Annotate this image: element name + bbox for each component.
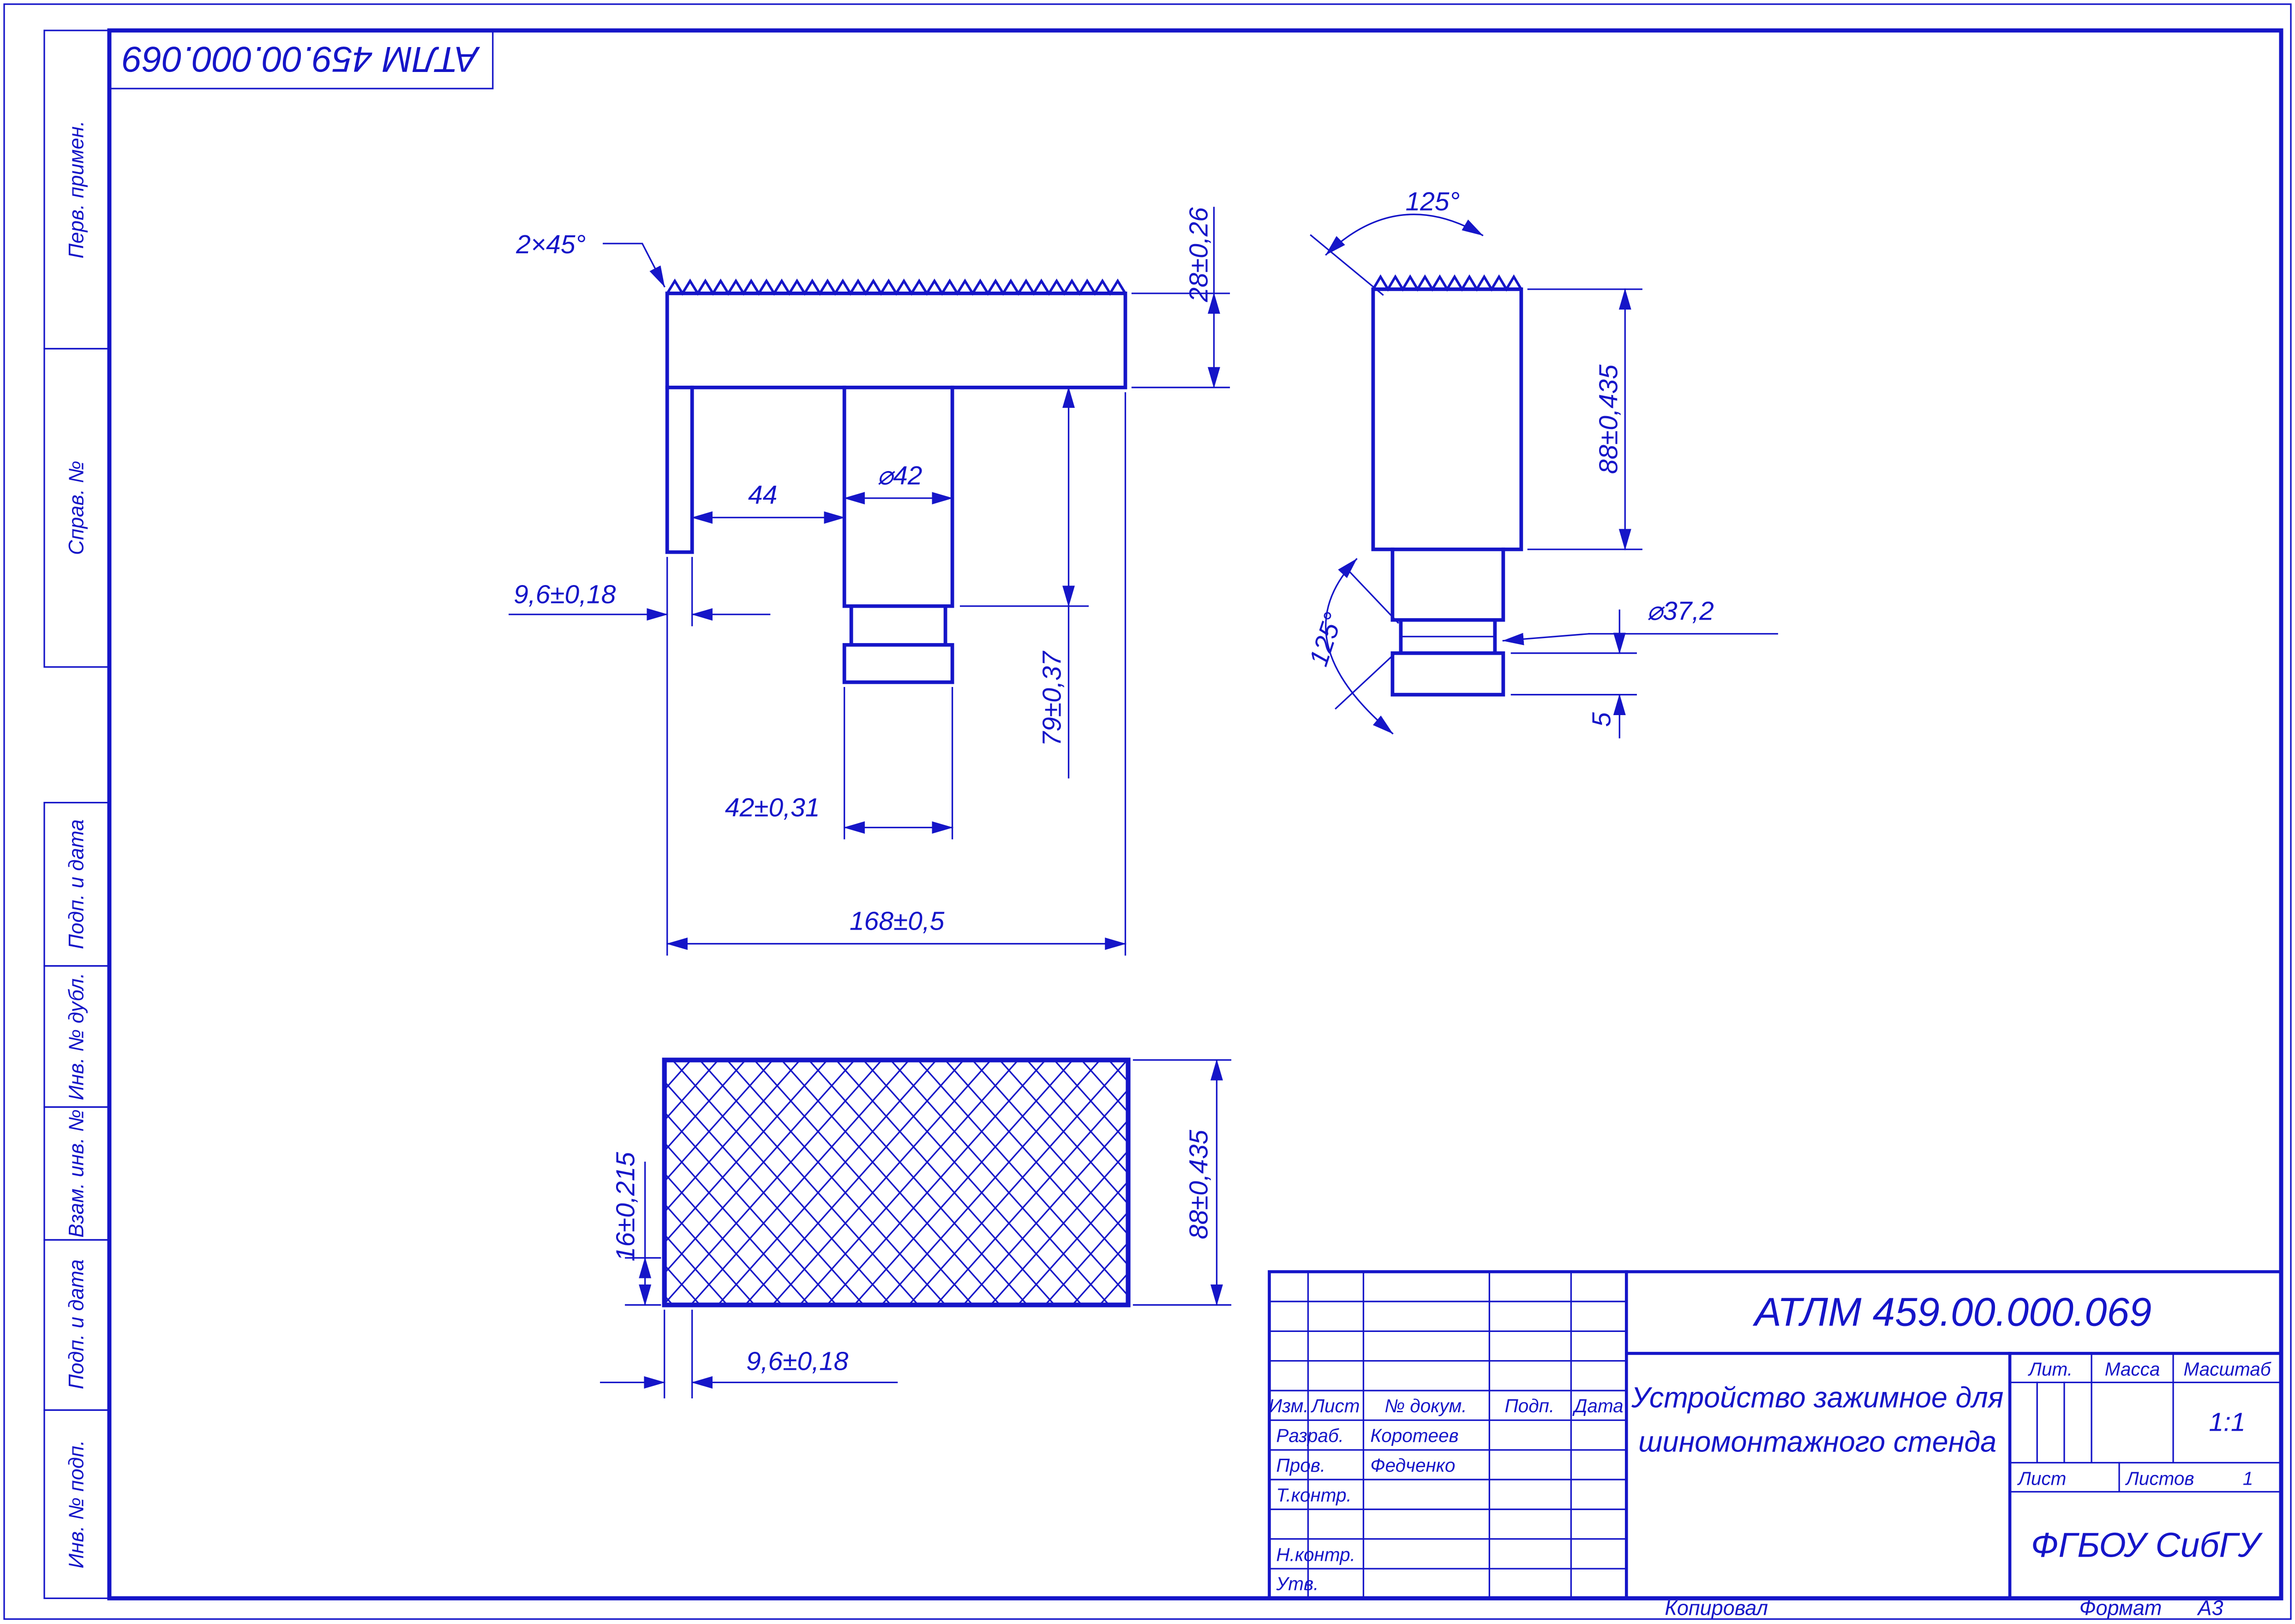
footer-format-label: Формат xyxy=(2079,1596,2162,1619)
sheet-footer: Копировал Формат А3 xyxy=(1665,1596,2223,1619)
dim-79-label: 79±0,37 xyxy=(1037,651,1067,746)
front-wall xyxy=(665,385,694,554)
title-block: Изм. Лист № докум. Подп. Дата Разраб. Ко… xyxy=(1268,1270,2283,1600)
margin-label-vzam-inv: Взам. инв. № xyxy=(64,1109,88,1237)
margin-label-inv-podp: Инв. № подп. xyxy=(64,1440,88,1569)
prop-scale-value: 1:1 xyxy=(2209,1407,2245,1437)
bottom-view-dimensions: 16±0,215 88±0,435 9,6±0,18 xyxy=(600,1059,1232,1399)
front-view xyxy=(665,278,1127,684)
dim-28-label: 28±0,26 xyxy=(1184,207,1213,303)
row-razrab: Разраб. xyxy=(1276,1425,1344,1446)
dim-wall-thickness: 9,6±0,18 xyxy=(509,557,771,627)
front-plate xyxy=(665,291,1127,389)
sheet-list-label: Лист xyxy=(2017,1468,2066,1489)
part-name-line2: шиномонтажного стенда xyxy=(1638,1426,1996,1458)
prop-lit: Лит. xyxy=(2027,1358,2073,1379)
flipped-doc-number: АТЛМ 459.00.000.069 xyxy=(122,39,480,80)
dim-96-bottom-label: 9,6±0,18 xyxy=(746,1346,849,1376)
front-knurl-serration xyxy=(665,278,1127,296)
side-stem xyxy=(1390,547,1505,697)
sheet-borders xyxy=(3,3,2292,1620)
dim-168-label: 168±0,5 xyxy=(850,907,945,936)
col-no-dokum: № докум. xyxy=(1384,1395,1467,1416)
dim-16: 16±0,215 xyxy=(611,1152,661,1306)
dim-125-groove-label: 125° xyxy=(1304,609,1348,670)
dim-125-top-label: 125° xyxy=(1405,187,1460,216)
dim-stem-diameter: ⌀42 xyxy=(843,461,953,505)
sheet-listov-value: 1 xyxy=(2243,1468,2253,1489)
side-view xyxy=(1371,274,1523,697)
knurled-face xyxy=(662,1057,1131,1308)
side-view-dimensions: 125° 88±0,435 125° ⌀37,2 5 xyxy=(1304,187,1778,739)
col-list: Лист xyxy=(1310,1395,1360,1416)
dim-42-label: 42±0,31 xyxy=(725,793,820,823)
margin-column: Перв. примен. Справ. № Подп. и дата Инв.… xyxy=(43,30,110,1599)
dim-groove-diameter: ⌀37,2 xyxy=(1502,597,1778,645)
dim-chamfer: 2×45° xyxy=(515,230,665,288)
organization: ФГБОУ СибГУ xyxy=(2031,1525,2263,1564)
dim-d372-label: ⌀37,2 xyxy=(1647,597,1714,626)
row-utv: Утв. xyxy=(1276,1573,1318,1594)
front-view-dimensions: 2×45° 28±0,26 44 ⌀42 9,6±0,18 xyxy=(509,207,1230,956)
dim-chamfer-label: 2×45° xyxy=(515,230,586,259)
margin-label-inv-dubl: Инв. № дубл. xyxy=(64,973,88,1100)
row-prov-name: Федченко xyxy=(1370,1455,1455,1476)
part-name-line1: Устройство зажимное для xyxy=(1631,1381,2003,1414)
side-body xyxy=(1371,287,1523,551)
col-izm: Изм. xyxy=(1269,1395,1308,1416)
prop-massa: Масса xyxy=(2105,1358,2160,1379)
dim-stem-length: 79±0,37 xyxy=(959,386,1089,779)
row-razrab-name: Коротеев xyxy=(1370,1425,1458,1446)
prop-masshtab: Масштаб xyxy=(2183,1358,2271,1379)
dim-d42-label: ⌀42 xyxy=(877,461,923,490)
dim-88-side-label: 88±0,435 xyxy=(1594,364,1623,474)
dim-42: 42±0,31 xyxy=(725,687,953,840)
sheet-edge xyxy=(3,3,2292,1620)
row-t-kontr: Т.контр. xyxy=(1276,1484,1351,1505)
dim-88-bottom-label: 88±0,435 xyxy=(1184,1130,1213,1240)
dim-44-label: 44 xyxy=(748,480,777,510)
dim-total-length: 168±0,5 xyxy=(666,392,1127,956)
margin-label-podp-data-2: Подп. и дата xyxy=(64,1260,88,1390)
margin-label-sprav-no: Справ. № xyxy=(64,461,88,555)
side-knurl-serration xyxy=(1371,274,1523,292)
dim-height-88-side: 88±0,435 xyxy=(1527,288,1642,550)
front-stem xyxy=(842,385,954,684)
dim-flange-5: 5 xyxy=(1510,609,1637,739)
dim-5-label: 5 xyxy=(1587,712,1616,727)
dim-height-88-bottom: 88±0,435 xyxy=(1133,1059,1232,1306)
flipped-doc-number-box: АТЛМ 459.00.000.069 xyxy=(108,30,494,90)
footer-format-value: А3 xyxy=(2197,1596,2223,1619)
designation: АТЛМ 459.00.000.069 xyxy=(1752,1290,2151,1334)
margin-label-podp-data-1: Подп. и дата xyxy=(64,819,88,949)
dim-angle-top: 125° xyxy=(1310,187,1484,296)
row-n-kontr: Н.контр. xyxy=(1276,1544,1355,1565)
dim-plate-thickness: 28±0,26 xyxy=(1131,207,1230,388)
dim-angle-groove: 125° xyxy=(1304,558,1399,734)
dim-wall-bottom: 9,6±0,18 xyxy=(600,1309,898,1399)
margin-label-perv-primen: Перв. примен. xyxy=(64,120,88,258)
col-data: Дата xyxy=(1572,1395,1624,1416)
col-podp: Подп. xyxy=(1504,1395,1554,1416)
title-block-grid xyxy=(1268,1271,2282,1599)
footer-kopiroval: Копировал xyxy=(1665,1596,1768,1619)
row-prov: Пров. xyxy=(1276,1455,1325,1476)
dim-96-label: 9,6±0,18 xyxy=(514,580,616,609)
sheet-listov-label: Листов xyxy=(2125,1468,2194,1489)
bottom-view xyxy=(662,1057,1131,1308)
dim-16-label: 16±0,215 xyxy=(611,1152,641,1262)
dim-44: 44 xyxy=(691,480,845,524)
